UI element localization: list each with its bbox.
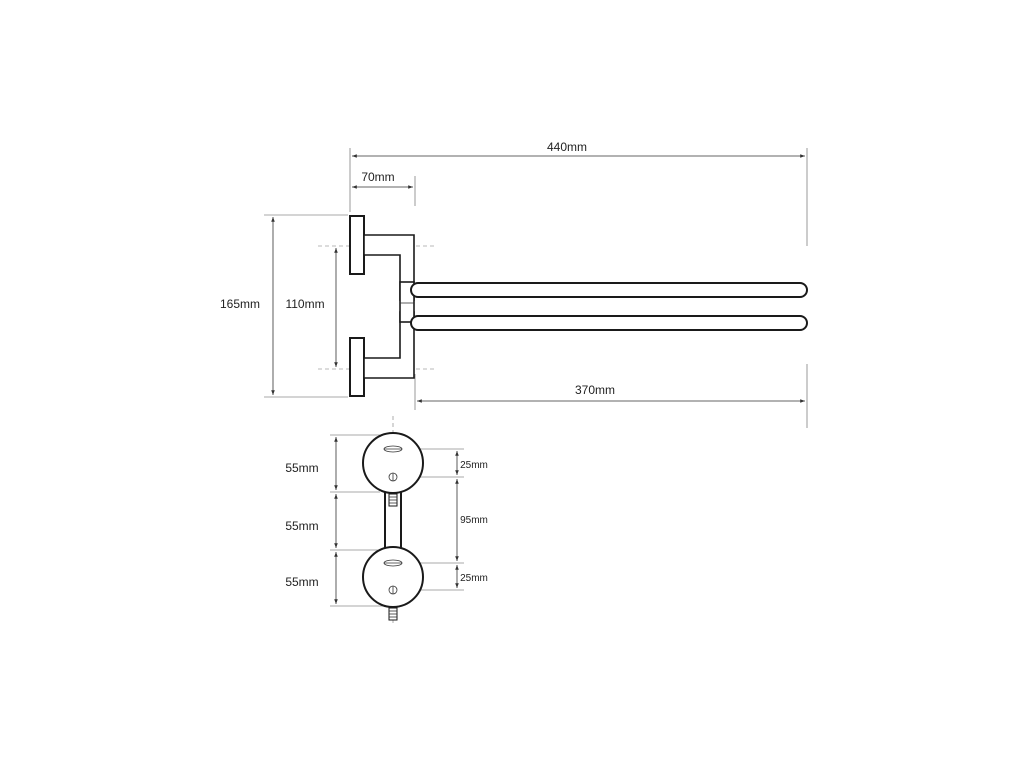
wall-plate-bottom (349, 337, 365, 397)
wall-plate-top (349, 215, 365, 275)
towel-arm-upper (410, 282, 808, 298)
front-disc-top (362, 432, 424, 494)
label-front-top: 55mm (285, 461, 318, 475)
label-total-height: 165mm (220, 297, 260, 311)
set-screw-bottom (388, 607, 398, 621)
front-disc-bottom (362, 546, 424, 608)
label-hole-spacing: 95mm (460, 515, 488, 526)
label-front-bottom: 55mm (285, 575, 318, 589)
front-view: 55mm 55mm 55mm 25mm 95mm 25mm (285, 416, 488, 625)
label-base-depth: 70mm (361, 170, 394, 184)
label-arm-length: 370mm (575, 383, 615, 397)
set-screw-top (388, 493, 398, 507)
label-total-length: 440mm (547, 140, 587, 154)
label-hole-bottom: 25mm (460, 573, 488, 584)
label-front-middle: 55mm (285, 519, 318, 533)
side-view: 440mm 70mm 165mm 110mm 370mm (220, 140, 808, 428)
towel-arm-lower (410, 315, 808, 331)
label-mount-spacing: 110mm (285, 297, 324, 311)
label-hole-top: 25mm (460, 460, 488, 471)
